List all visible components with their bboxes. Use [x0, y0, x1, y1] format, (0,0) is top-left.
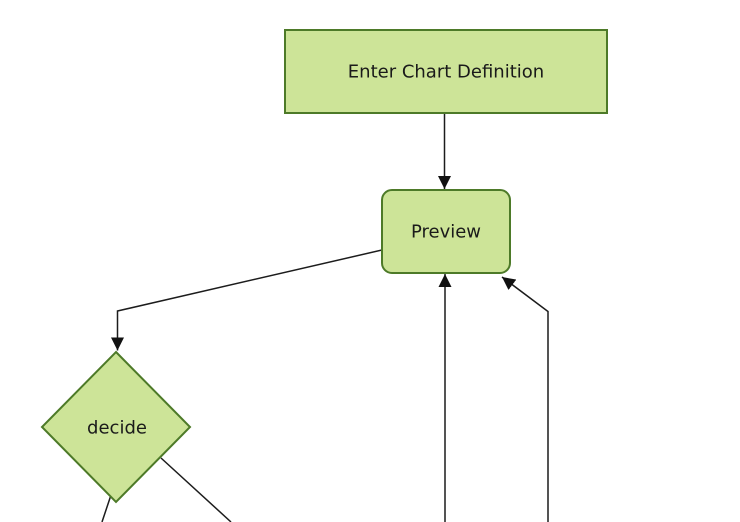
edge-decide-offscreen-left — [101, 496, 112, 522]
decide-label: decide — [87, 418, 147, 439]
decide-diamond — [40, 350, 192, 504]
node-enter-chart-definition: Enter Chart Definition — [284, 29, 608, 114]
node-decide: decide — [40, 350, 192, 504]
enter-chart-definition-box — [284, 29, 608, 114]
edge-layer — [101, 113, 549, 522]
edge-offscreen-to-preview-corner — [501, 276, 549, 522]
preview-box — [381, 189, 511, 274]
preview-label: Preview — [411, 222, 481, 243]
edge-preview-to-decide — [111, 249, 383, 351]
edge-decide-offscreen-right — [160, 457, 232, 522]
node-preview: Preview — [381, 189, 511, 274]
enter-chart-definition-label: Enter Chart Definition — [348, 62, 544, 83]
